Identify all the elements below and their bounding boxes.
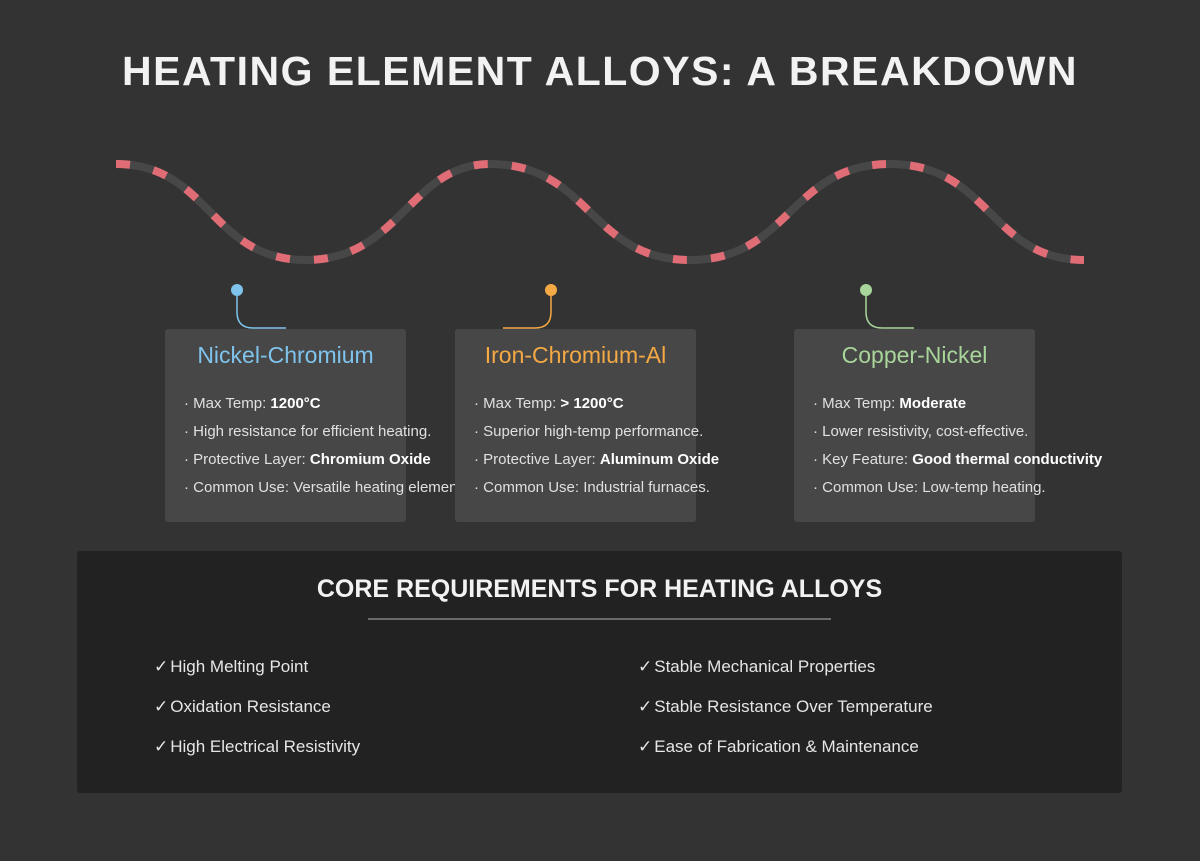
requirement-item: ✓Stable Mechanical Properties: [638, 657, 876, 677]
alloy-property: · Max Temp: 1200°C: [184, 395, 321, 412]
alloy-property: · Max Temp: > 1200°C: [474, 395, 624, 412]
alloy-card-title: Copper-Nickel: [841, 342, 988, 368]
nickel-chromium-node: [231, 284, 243, 296]
nickel-chromium-connector: [236, 296, 286, 329]
check-icon: ✓: [154, 657, 169, 677]
alloy-property: · Max Temp: Moderate: [813, 395, 967, 412]
page-title: HEATING ELEMENT ALLOYS: A BREAKDOWN: [122, 48, 1078, 94]
alloy-property: · Protective Layer: Chromium Oxide: [184, 451, 431, 468]
heating-wire-dashes: [115, 159, 1085, 265]
requirement-item: ✓High Melting Point: [154, 657, 309, 677]
core-requirements-panel: CORE REQUIREMENTS FOR HEATING ALLOYS ✓Hi…: [77, 551, 1122, 793]
iron-chromium-al-node: [545, 284, 557, 296]
iron-chromium-al-connector: [503, 296, 552, 329]
check-icon: ✓: [154, 737, 169, 757]
alloy-card-iron-chromium-al: Iron-Chromium-Al · Max Temp: > 1200°C · …: [455, 329, 719, 522]
requirements-divider: [368, 618, 831, 620]
check-icon: ✓: [154, 697, 169, 717]
alloy-property: · Superior high-temp performance.: [474, 423, 704, 440]
requirements-list-left: ✓High Melting Point ✓Oxidation Resistanc…: [154, 647, 360, 767]
alloy-card-title: Iron-Chromium-Al: [484, 342, 667, 368]
copper-nickel-node: [860, 284, 872, 296]
requirements-list-right: ✓Stable Mechanical Properties ✓Stable Re…: [638, 647, 933, 767]
requirement-item: ✓High Electrical Resistivity: [154, 737, 361, 757]
alloy-card-nickel-chromium: Nickel-Chromium · Max Temp: 1200°C · Hig…: [165, 329, 469, 522]
alloy-card-copper-nickel: Copper-Nickel · Max Temp: Moderate · Low…: [794, 329, 1102, 522]
check-icon: ✓: [638, 737, 653, 757]
check-icon: ✓: [638, 697, 653, 717]
check-icon: ✓: [638, 657, 653, 677]
alloy-card-title: Nickel-Chromium: [197, 342, 374, 368]
alloy-property: · Protective Layer: Aluminum Oxide: [474, 451, 720, 468]
alloy-property: · High resistance for efficient heating.: [184, 423, 432, 440]
alloy-properties-list: · Max Temp: 1200°C · High resistance for…: [184, 390, 469, 502]
alloy-property: · Common Use: Versatile heating elements: [184, 479, 470, 496]
alloy-property: · Common Use: Industrial furnaces.: [474, 479, 710, 496]
requirements-title: CORE REQUIREMENTS FOR HEATING ALLOYS: [316, 575, 883, 603]
alloy-property: · Lower resistivity, cost-effective.: [813, 423, 1029, 440]
requirement-item: ✓Stable Resistance Over Temperature: [638, 697, 933, 717]
alloy-properties-list: · Max Temp: Moderate · Lower resistivity…: [813, 390, 1102, 502]
requirement-item: ✓Ease of Fabrication & Maintenance: [638, 737, 919, 757]
alloy-property: · Common Use: Low-temp heating.: [813, 479, 1046, 496]
alloy-property: · Key Feature: Good thermal conductivity: [813, 451, 1103, 468]
requirement-item: ✓Oxidation Resistance: [154, 697, 331, 717]
copper-nickel-connector: [865, 296, 914, 329]
heating-wire-body: [115, 159, 1085, 265]
alloy-properties-list: · Max Temp: > 1200°C · Superior high-tem…: [474, 390, 719, 502]
